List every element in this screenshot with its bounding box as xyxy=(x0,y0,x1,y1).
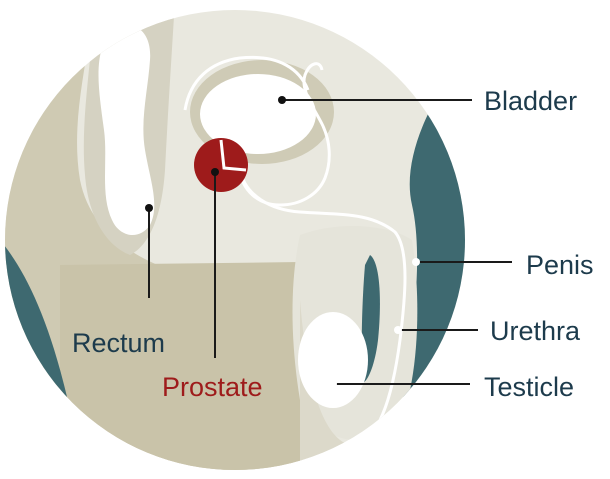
bladder-shape xyxy=(200,74,316,154)
penis-leader-dot xyxy=(412,258,420,266)
urethra-leader-dot xyxy=(394,326,402,334)
rectum-leader-dot xyxy=(145,204,153,212)
rectum-shape xyxy=(98,25,155,236)
illustration-circle xyxy=(5,10,465,470)
rectum-label: Rectum xyxy=(72,328,165,358)
urethra-path xyxy=(238,169,407,421)
prostate-urethra-segment xyxy=(219,139,247,172)
prostate-shape xyxy=(194,138,248,192)
scrotum-shape xyxy=(300,300,390,470)
bladder-label: Bladder xyxy=(484,86,577,116)
testicle-label: Testicle xyxy=(484,372,574,402)
prostate-label: Prostate xyxy=(162,372,263,402)
perineum-region xyxy=(60,262,309,470)
penis-label: Penis xyxy=(526,250,594,280)
vas-deferens xyxy=(183,55,310,111)
testicle-leader-dot xyxy=(329,380,337,388)
urethra-label: Urethra xyxy=(490,316,581,346)
prostate-leader-dot xyxy=(211,168,219,176)
bladder-leader-dot xyxy=(278,96,286,104)
testicle-shape xyxy=(298,312,368,408)
